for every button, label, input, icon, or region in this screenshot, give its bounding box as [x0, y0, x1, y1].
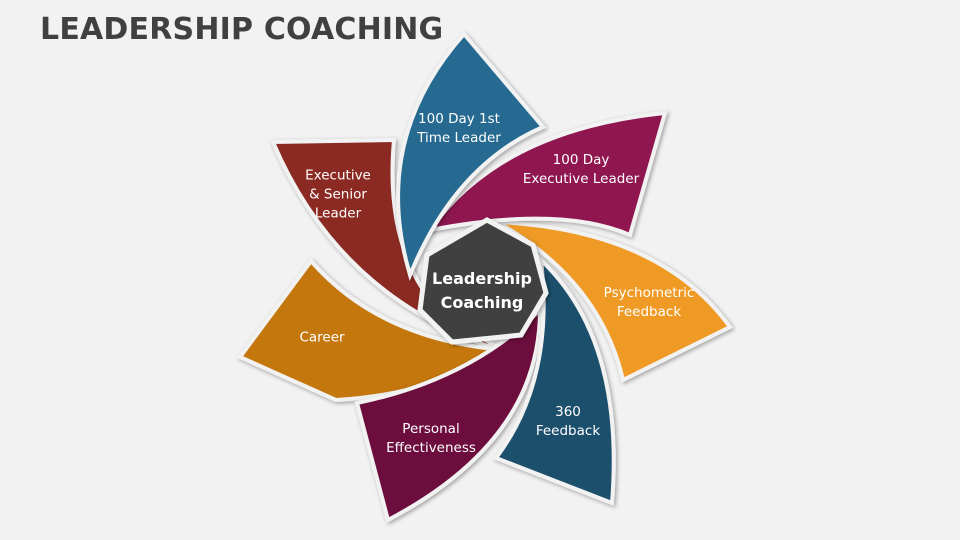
center-label-line2: Coaching	[440, 293, 524, 312]
label-line: & Senior	[309, 186, 367, 203]
label-line: Psychometric	[603, 285, 695, 301]
label-line: Personal	[402, 421, 460, 437]
label-line: Leader	[314, 205, 362, 222]
label-line: Time Leader	[417, 130, 501, 146]
petal-label-360-feedback: 360 Feedback	[536, 403, 600, 441]
label-line: Feedback	[616, 304, 682, 320]
petal-label-100-day-executive-leader: 100 Day Executive Leader	[523, 151, 639, 189]
center-label-line1: Leadership	[432, 269, 532, 288]
label-line: Effectiveness	[386, 440, 476, 456]
petal-100-day-1st-time-leader[interactable]	[396, 30, 547, 282]
center-label: Leadership Coaching	[432, 267, 532, 315]
label-line: 100 Day	[552, 152, 610, 168]
petal-100-day-executive-leader[interactable]	[425, 110, 668, 238]
petal-label-100-day-1st-time-leader: 100 Day 1st Time Leader	[417, 110, 501, 148]
petal-personal-effectiveness[interactable]	[354, 305, 543, 523]
label-line: Career	[299, 329, 345, 346]
label-line: 100 Day 1st	[418, 111, 500, 127]
label-line: Executive Leader	[522, 171, 640, 187]
petal-label-personal-effectiveness: Personal Effectiveness	[386, 420, 476, 458]
label-line: Executive	[305, 167, 371, 184]
petal-label-career: Career	[299, 329, 344, 348]
petal-label-psychometric-feedback: Psychometric Feedback	[604, 284, 695, 322]
petal-360-feedback[interactable]	[492, 254, 616, 506]
label-line: 360	[555, 404, 581, 420]
page-title: LEADERSHIP COACHING	[40, 12, 444, 47]
petal-psychometric-feedback[interactable]	[496, 220, 734, 383]
center-heptagon[interactable]	[417, 217, 549, 345]
label-line: Feedback	[535, 423, 601, 439]
petal-label-executive-senior-leader: Executive & Senior Leader	[305, 167, 371, 224]
